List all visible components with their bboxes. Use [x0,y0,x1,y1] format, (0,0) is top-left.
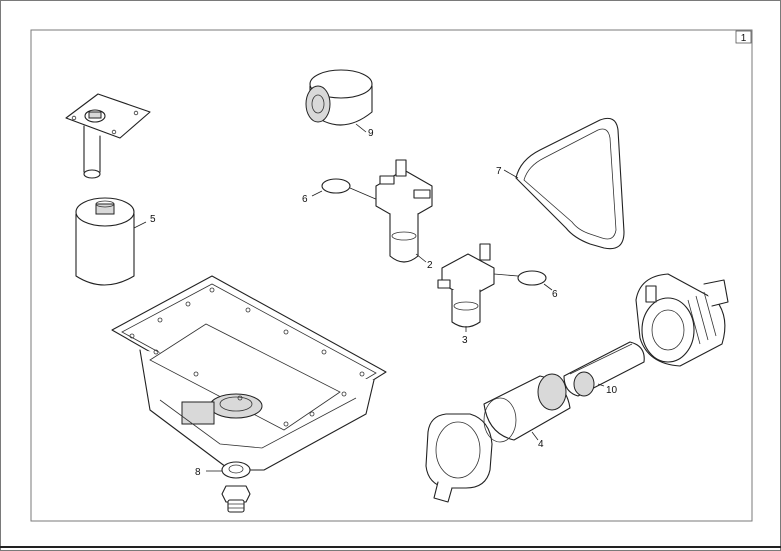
fuel-filter-assembly-3: 3 [437,243,495,346]
o-ring-6-upper: 6 [302,178,379,205]
callout-8: 8 [195,467,201,478]
callout-2: 2 [427,260,433,271]
air-cleaner-cover [425,413,493,503]
callout-5: 5 [150,214,156,225]
v-belt-7: 7 [496,117,625,250]
callout-6-upper: 6 [302,194,308,205]
callout-9: 9 [368,128,374,139]
fuel-filter-assembly-2: 2 [375,159,433,271]
page-number: 1 [741,33,747,44]
inner-element-10: 10 [563,341,645,397]
callout-6-lower: 6 [552,289,558,300]
fuel-filter-element-9: 9 [305,69,374,139]
o-ring-6-lower: 6 [493,270,558,300]
callout-10: 10 [606,385,618,396]
callout-3: 3 [462,335,468,346]
callout-4: 4 [538,439,544,450]
oil-filter-5: 5 [75,197,156,286]
callout-7: 7 [496,166,502,177]
air-filter-element-4: 4 [483,373,571,450]
inner-frame [30,29,753,522]
oil-strainer [65,93,151,179]
air-cleaner-housing [635,273,729,367]
page-number-box: 1 [735,30,752,44]
sealing-washer-8: 8 [195,461,251,479]
drain-plug [221,485,251,513]
oil-pan [111,275,387,471]
